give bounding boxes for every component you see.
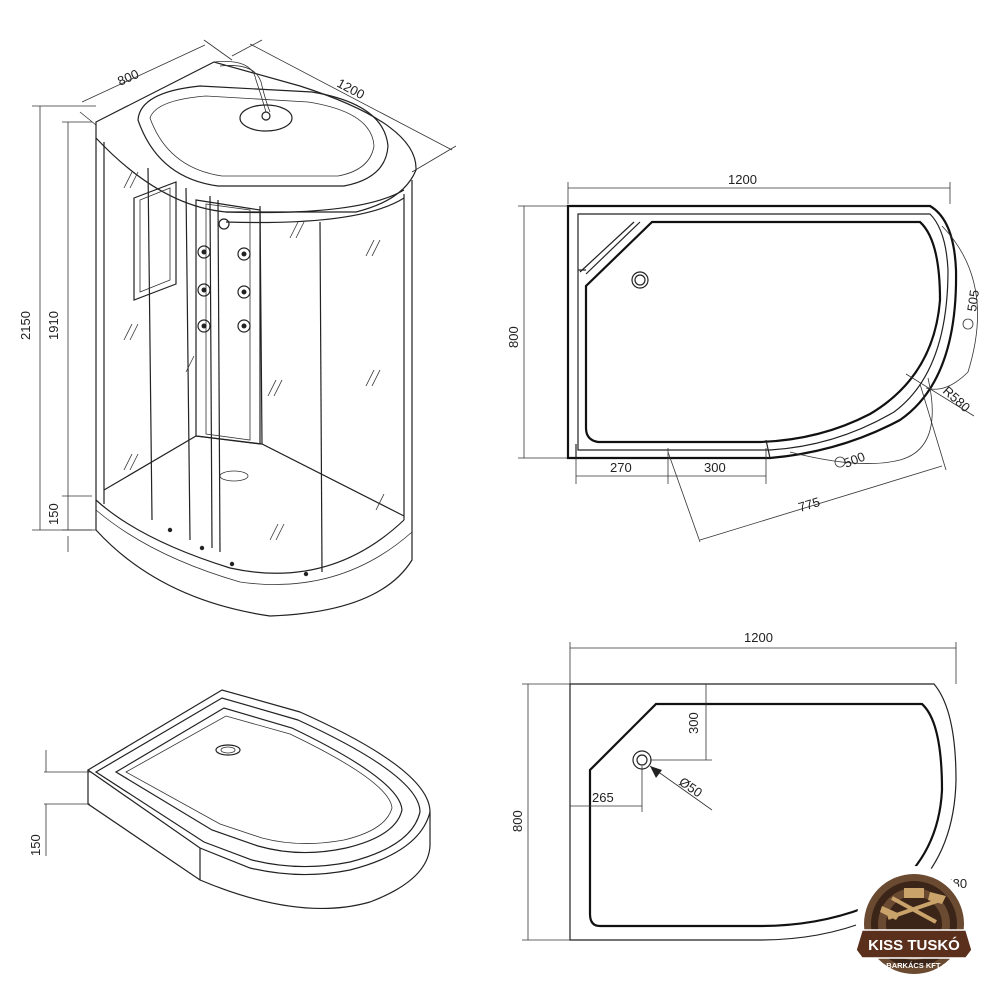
cabin-plan-view: 1200 800 270 300 505 R580 xyxy=(506,172,982,543)
cabin-plan-width-label: 1200 xyxy=(728,172,757,187)
tray-plan-depth-label: 800 xyxy=(510,810,525,832)
logo-banner xyxy=(855,929,973,959)
cabin-depth-label: 800 xyxy=(115,66,141,89)
cabin-height-label: 2150 xyxy=(18,311,33,340)
tray-plan-drain-y-label: 300 xyxy=(686,712,701,734)
tray-plan-drain-diameter-label: Ø50 xyxy=(676,774,705,800)
logo-name: KISS TUSKÓ xyxy=(868,936,960,954)
cabin-plan-arc-upper-label: 505 xyxy=(964,289,982,313)
tray-plan-drain-x-label: 265 xyxy=(592,790,614,805)
tools-icon xyxy=(880,888,946,924)
cabin-glass-height-label: 1910 xyxy=(46,311,61,340)
cabin-plan-door-width-label: 300 xyxy=(704,460,726,475)
massage-jets xyxy=(197,218,251,333)
cabin-tray-height-label: 150 xyxy=(46,503,61,525)
logo-subtitle: BARKÁCS KFT. xyxy=(886,961,941,970)
tray-isometric-view: 150 xyxy=(28,689,431,909)
cabin-plan-depth-label: 800 xyxy=(506,326,521,348)
cabin-plan-side-offset-label: 270 xyxy=(610,460,632,475)
tray-iso-height-label: 150 xyxy=(28,834,43,856)
cabin-isometric-view: 800 1200 2150 1910 150 xyxy=(18,39,457,617)
cabin-plan-arc-lower-label: 500 xyxy=(842,449,868,471)
tray-screws xyxy=(167,527,309,577)
cabin-plan-diagonal-label: 775 xyxy=(796,494,821,515)
tray-plan-width-label: 1200 xyxy=(744,630,773,645)
cabin-plan-radius-label: R580 xyxy=(940,383,973,415)
kiss-tusko-logo: KISS TUSKÓ BARKÁCS KFT. xyxy=(855,866,973,982)
